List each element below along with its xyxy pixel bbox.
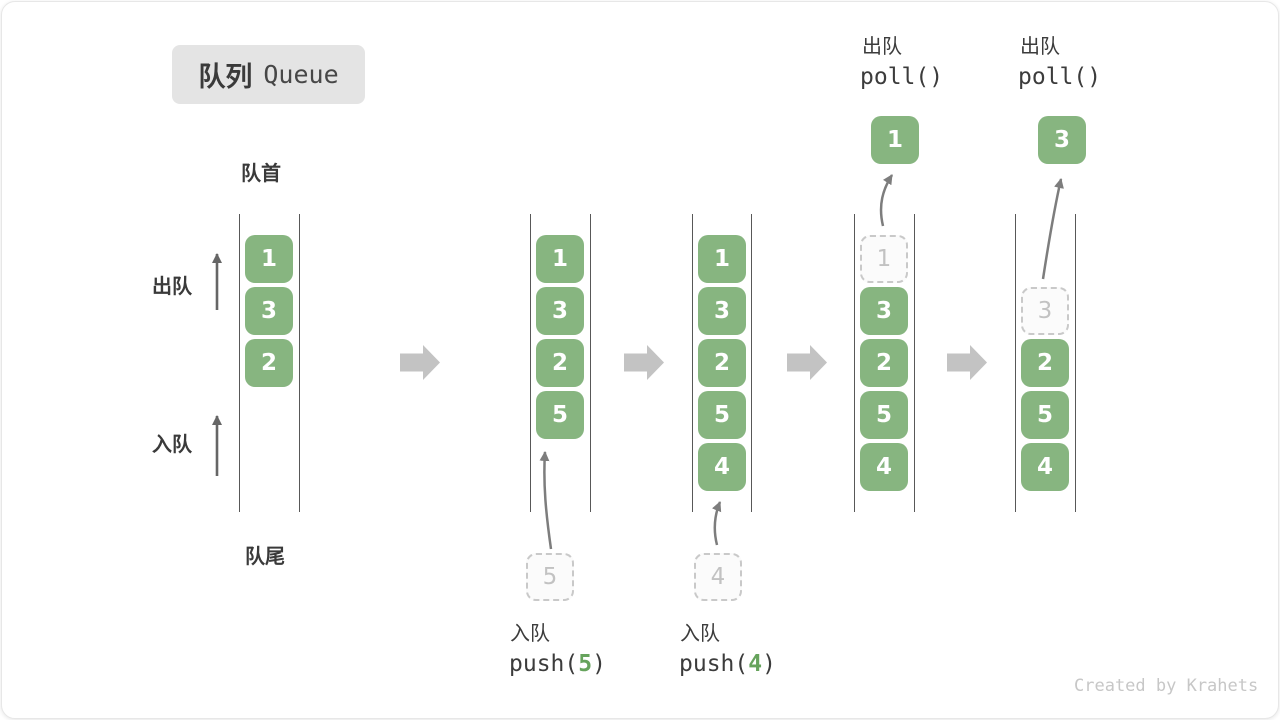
- code-arg: 4: [748, 651, 763, 677]
- dequeue-op-code: poll(): [1018, 64, 1102, 90]
- code-arg: 5: [578, 651, 593, 677]
- queue-column-2: [530, 214, 591, 512]
- code-pre: push(: [509, 651, 579, 677]
- queue-column-3: [692, 214, 752, 512]
- queue-cell: 5: [860, 391, 908, 439]
- queue-cell: 3: [860, 287, 908, 335]
- queue-cell: 5: [1021, 391, 1069, 439]
- label-queue-rear: 队尾: [245, 546, 285, 568]
- title-badge: 队列 Queue: [172, 45, 365, 104]
- removed-value-box: 1: [860, 235, 908, 283]
- queue-cell: 3: [536, 287, 584, 335]
- enqueue-op-code: push(5): [509, 651, 606, 677]
- queue-cell: 4: [1021, 443, 1069, 491]
- transition-arrow-icon: [624, 345, 664, 380]
- enqueue-op-label: 入队: [510, 623, 550, 645]
- queue-cell: 1: [245, 235, 293, 283]
- popped-value-box: 1: [871, 116, 919, 164]
- dequeue-op-label: 出队: [862, 36, 902, 58]
- enqueue-op-code: push(4): [679, 651, 776, 677]
- code-pre: push(: [679, 651, 749, 677]
- queue-cell: 2: [1021, 339, 1069, 387]
- removed-value-box: 3: [1021, 287, 1069, 335]
- title-en: Queue: [263, 60, 339, 89]
- transition-arrow-icon: [400, 345, 440, 380]
- code-post: ): [592, 651, 606, 677]
- title-zh: 队列: [198, 62, 253, 92]
- queue-cell: 5: [536, 391, 584, 439]
- label-enqueue-side: 入队: [152, 434, 192, 456]
- watermark: Created by Krahets: [1074, 676, 1259, 696]
- popped-value-box: 3: [1038, 116, 1086, 164]
- queue-cell: 5: [698, 391, 746, 439]
- queue-column-5: [1015, 214, 1076, 512]
- queue-cell: 2: [245, 339, 293, 387]
- queue-cell: 1: [698, 235, 746, 283]
- queue-cell: 2: [536, 339, 584, 387]
- queue-cell: 3: [245, 287, 293, 335]
- queue-column-1: [239, 214, 300, 512]
- enqueue-op-label: 入队: [680, 623, 720, 645]
- transition-arrow-icon: [787, 345, 827, 380]
- dequeue-op-label: 出队: [1020, 36, 1060, 58]
- code-post: ): [762, 651, 776, 677]
- queue-cell: 2: [698, 339, 746, 387]
- queue-column-4: [854, 214, 915, 512]
- queue-cell: 3: [698, 287, 746, 335]
- queue-cell: 2: [860, 339, 908, 387]
- transition-arrow-icon: [947, 345, 987, 380]
- incoming-value-box: 5: [526, 553, 574, 601]
- queue-cell: 4: [860, 443, 908, 491]
- dequeue-op-code: poll(): [860, 64, 944, 90]
- label-queue-front: 队首: [241, 163, 281, 185]
- incoming-value-box: 4: [694, 553, 742, 601]
- queue-cell: 1: [536, 235, 584, 283]
- queue-cell: 4: [698, 443, 746, 491]
- label-dequeue-side: 出队: [152, 276, 192, 298]
